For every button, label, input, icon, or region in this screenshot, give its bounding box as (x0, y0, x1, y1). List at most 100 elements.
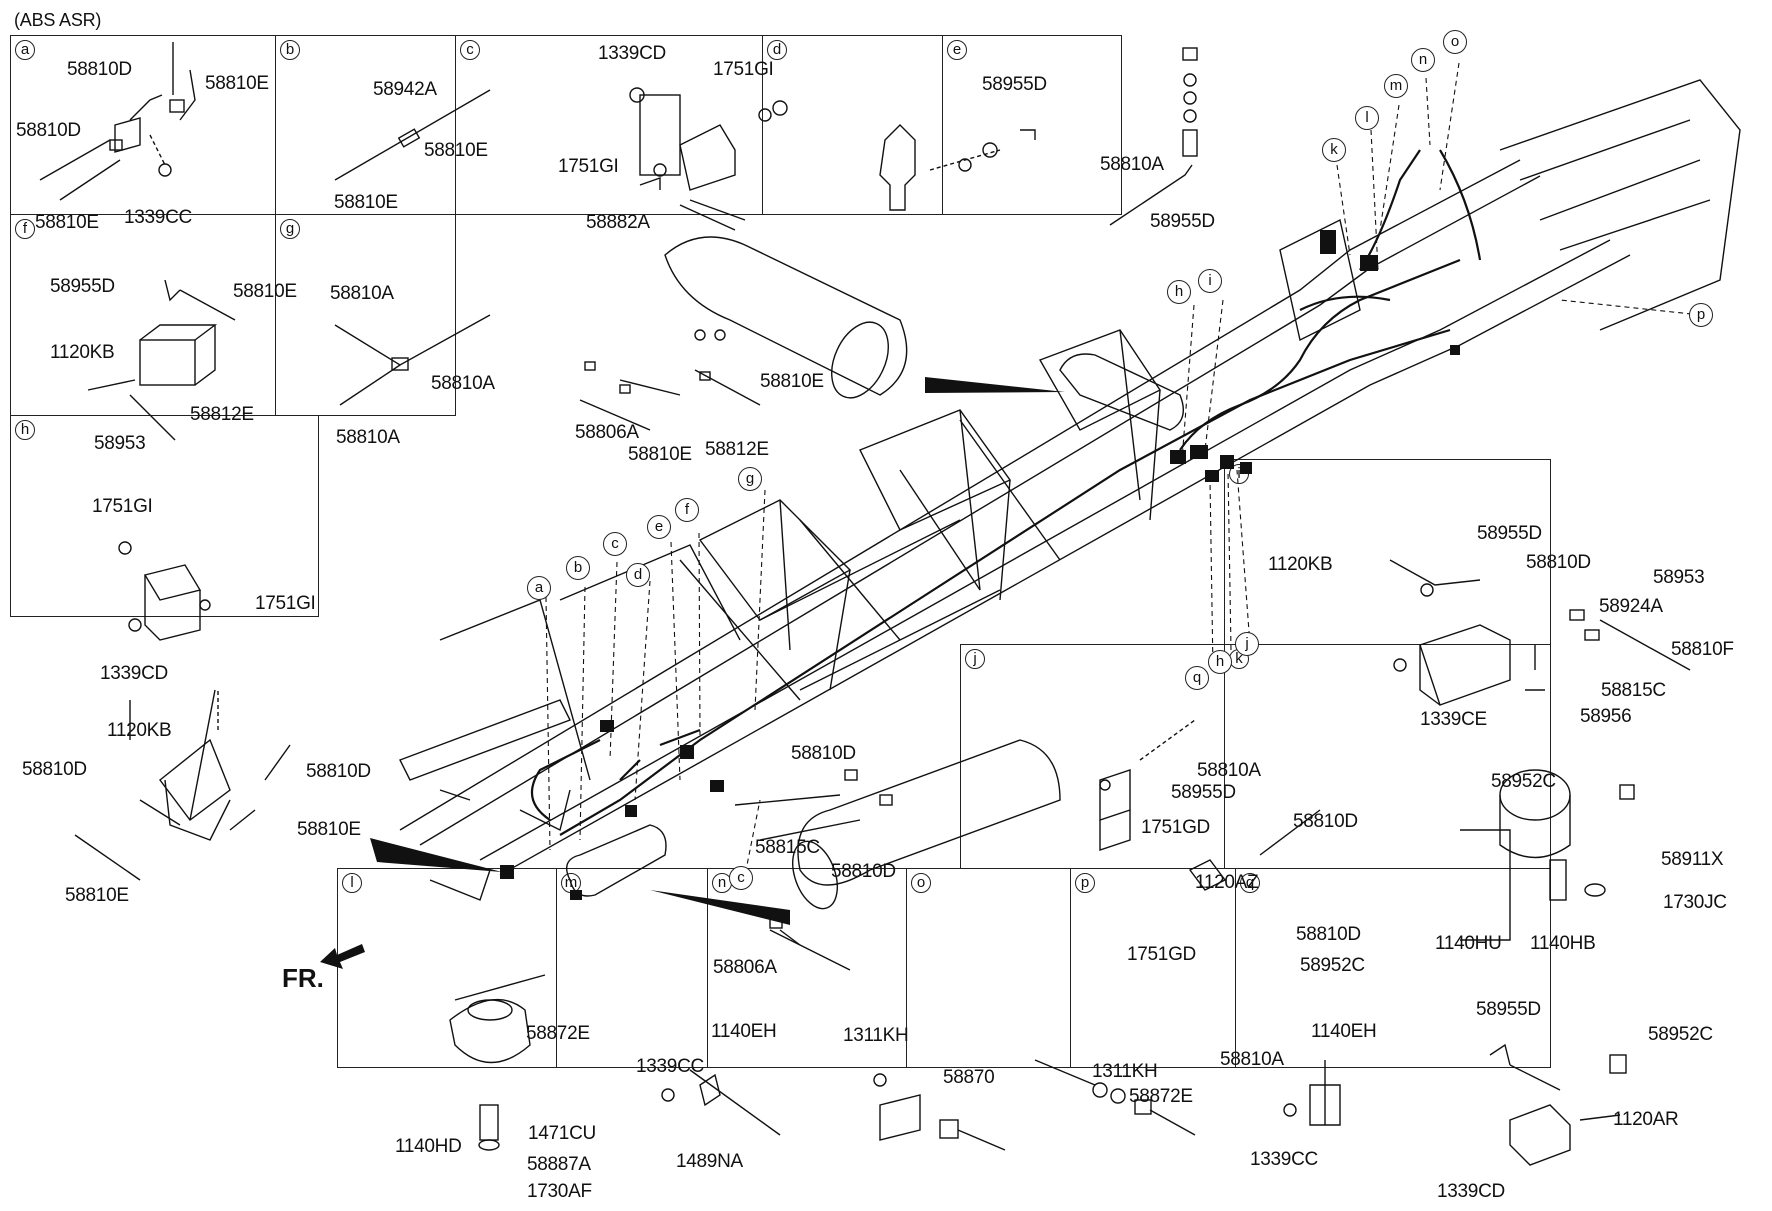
label-l-1: 58872E (526, 1023, 590, 1044)
callout-j: j (1235, 632, 1259, 656)
label-m-2: 1339CC (636, 1056, 704, 1077)
panel-letter-a: a (15, 40, 35, 60)
label-l-4: 58887A (527, 1154, 591, 1175)
label-f-5: 58953 (94, 433, 146, 454)
panel-a-art (39, 42, 196, 201)
label-c-3: 1751GI (558, 156, 619, 177)
air-tank-rear-small (1059, 353, 1184, 431)
label-i-8: 1339CE (1420, 709, 1487, 730)
panel-f-art (87, 279, 236, 441)
panel-q-art (1489, 1043, 1627, 1166)
panel-i: i (1224, 459, 1551, 645)
panel-m-art (661, 1069, 781, 1136)
callout-o: o (1443, 30, 1467, 54)
panel-m: m (556, 868, 708, 1068)
main-label-3: 58810E (628, 444, 692, 465)
panel-letter-d: d (767, 40, 787, 60)
label-b-3: 58810E (334, 192, 398, 213)
label-j-4: 58810D (1293, 811, 1358, 832)
label-l-3: 1471CU (528, 1123, 596, 1144)
label-i-2: 1120KB (1268, 554, 1333, 575)
label-m-3: 1489NA (676, 1151, 743, 1172)
callout-d: d (626, 563, 650, 587)
fr-arrow-icon (320, 944, 365, 969)
label-f-1: 58955D (50, 276, 115, 297)
panel-h-art (118, 541, 211, 641)
label-c-2: 1751GI (713, 59, 774, 80)
callout-c-top: c (603, 532, 627, 556)
panel-o: o (906, 868, 1071, 1068)
panel-p: p (1070, 868, 1236, 1068)
callout-g: g (738, 467, 762, 491)
main-label-5: 58810D (791, 743, 856, 764)
panel-letter-p: p (1075, 873, 1095, 893)
panel-letter-l: l (342, 873, 362, 893)
label-e-2: 58955D (1150, 211, 1215, 232)
label-j-1: 58810A (1197, 760, 1261, 781)
callout-c-bottom: c (729, 866, 753, 890)
valve-label-5: 58810E (65, 885, 129, 906)
panel-letter-f: f (15, 219, 35, 239)
valve-label-1: 1120KB (107, 720, 172, 741)
label-i-7: 58815C (1601, 680, 1666, 701)
label-i-3: 58810D (1526, 552, 1591, 573)
label-b-2: 58810E (424, 140, 488, 161)
panel-l-art (449, 974, 546, 1151)
wedge-arrows (370, 377, 1065, 925)
panel-e-art (1109, 47, 1198, 226)
panel-n: n (707, 868, 907, 1068)
panel-b: b (275, 35, 456, 215)
label-i-4: 58953 (1653, 567, 1705, 588)
chassis-frame (399, 79, 1741, 901)
panel-letter-b: b (280, 40, 300, 60)
main-label-8: 58806A (713, 957, 777, 978)
panel-g-art (334, 314, 491, 406)
panel-letter-q: q (1240, 873, 1260, 893)
front-direction-label: FR. (282, 963, 324, 993)
label-l-2: 1140HD (395, 1136, 462, 1157)
main-label-7: 58810D (831, 861, 896, 882)
callout-h-top: h (1167, 280, 1191, 304)
label-j-6: 58810D (1296, 924, 1361, 945)
label-f-3: 1120KB (50, 342, 115, 363)
panel-f: f (10, 214, 276, 416)
panel-e: e (942, 35, 1122, 215)
label-i-1: 58955D (1477, 523, 1542, 544)
label-k-3: 1730JC (1663, 892, 1727, 913)
air-tank-front-small (566, 824, 667, 897)
callout-k: k (1322, 138, 1346, 162)
lower-tank-fittings (734, 769, 893, 971)
label-a-2: 58810E (205, 73, 269, 94)
label-n-1: 1311KH (843, 1025, 909, 1046)
brake-lines (530, 149, 1482, 836)
main-label-6: 58815C (755, 837, 820, 858)
label-f-4: 58812E (190, 404, 254, 425)
main-label-2: 58806A (575, 422, 639, 443)
callout-q: q (1185, 666, 1209, 690)
label-g-2: 58810A (431, 373, 495, 394)
label-h-3: 1339CD (100, 663, 168, 684)
label-j-2: 58955D (1171, 782, 1236, 803)
panel-n-art (873, 1073, 1006, 1151)
panel-c: c (455, 35, 763, 215)
panel-letter-o: o (911, 873, 931, 893)
label-q-2: 58952C (1648, 1024, 1713, 1045)
callout-a: a (527, 576, 551, 600)
label-i-5: 58924A (1599, 596, 1663, 617)
callout-b: b (566, 556, 590, 580)
label-k-2: 58911X (1661, 849, 1724, 870)
label-h-2: 1751GI (255, 593, 316, 614)
callout-l: l (1355, 106, 1379, 130)
label-g-1: 58810A (330, 283, 394, 304)
label-k-4: 1140HU (1435, 933, 1502, 954)
panel-b-art (334, 89, 491, 181)
label-n-2: 58870 (943, 1067, 995, 1088)
label-p-1: 1140EH (1311, 1021, 1377, 1042)
label-g-3: 58810A (336, 427, 400, 448)
label-j-8: 58952C (1300, 955, 1365, 976)
label-f-2: 58810E (233, 281, 297, 302)
label-q-3: 1120AR (1613, 1109, 1679, 1130)
callout-f: f (675, 498, 699, 522)
label-c-1: 1339CD (598, 43, 666, 64)
